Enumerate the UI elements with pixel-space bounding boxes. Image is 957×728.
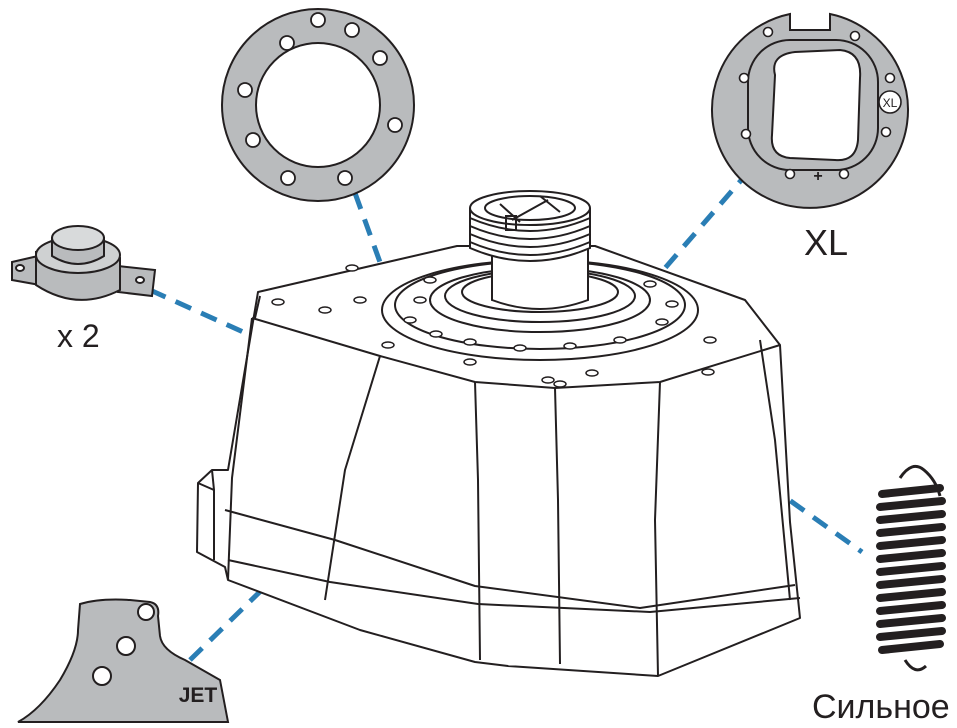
top-plate-screws bbox=[271, 264, 717, 388]
xl-plate-label: XL bbox=[804, 222, 849, 263]
strong-spring-icon bbox=[876, 464, 946, 672]
xl-plate-inner-frame bbox=[747, 39, 879, 171]
spring-label: Сильное bbox=[812, 688, 950, 726]
mounting-ring-icon bbox=[220, 8, 416, 202]
jet-adapter-plate-icon: JET bbox=[17, 598, 230, 723]
xl-badge-text: XL bbox=[883, 96, 898, 110]
base-housing bbox=[196, 245, 801, 677]
bump-stop-bracket-icon bbox=[11, 225, 157, 301]
flange-screws bbox=[403, 276, 679, 352]
leader-line-ring bbox=[352, 192, 401, 313]
bracket-quantity-label: x 2 bbox=[57, 318, 100, 354]
jet-plate-text: JET bbox=[179, 684, 218, 707]
xl-plus-mark: + bbox=[813, 168, 822, 185]
threaded-shaft bbox=[469, 190, 591, 310]
leader-line-xl-plate bbox=[618, 168, 752, 322]
xl-adapter-plate-icon: XL + bbox=[711, 12, 909, 209]
